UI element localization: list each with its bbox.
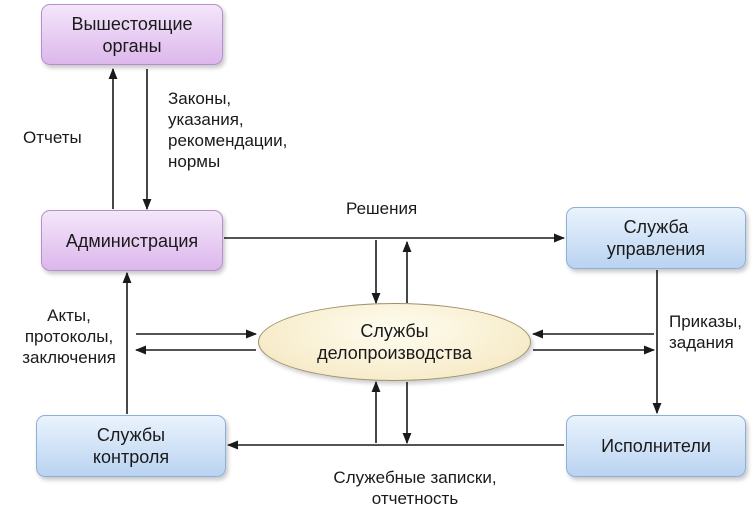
label-laws: Законы, указания, рекомендации, нормы xyxy=(168,89,288,171)
label-reports: Отчеты xyxy=(23,128,82,147)
label-acts: Акты, протоколы, заключения xyxy=(22,306,116,367)
node-executors: Исполнители xyxy=(566,415,746,477)
node-records-services: Службы делопроизводства xyxy=(258,303,531,381)
label-orders: Приказы, задания xyxy=(669,312,742,352)
node-control-services: Службы контроля xyxy=(36,415,226,477)
label-decisions: Решения xyxy=(346,199,418,218)
node-administration: Администрация xyxy=(41,210,223,271)
node-higher-bodies: Вышестоящие органы xyxy=(41,4,223,65)
label-memos: Служебные записки, отчетность xyxy=(333,468,497,508)
node-management-service: Служба управления xyxy=(566,207,746,269)
